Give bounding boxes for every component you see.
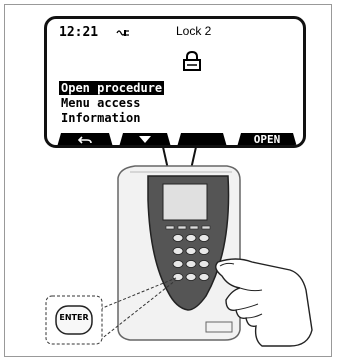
lcd-screen: 12:21 Lock 2 Open procedure Menu access … (44, 16, 306, 148)
clock-time: 12:21 (59, 25, 99, 40)
down-arrow-icon (139, 136, 151, 144)
back-softkey[interactable] (57, 133, 113, 147)
enter-key-label: ENTER (59, 313, 89, 322)
menu-item-menu-access[interactable]: Menu access (61, 96, 141, 110)
open-softkey[interactable]: OPEN (237, 133, 297, 147)
menu-item-information[interactable]: Information (61, 111, 141, 125)
down-softkey[interactable] (119, 133, 171, 147)
power-plug-icon (116, 30, 129, 36)
lock-icon (183, 51, 201, 71)
illustration-frame (4, 4, 332, 357)
lock-title: Lock 2 (176, 24, 212, 38)
menu-item-open-procedure[interactable]: Open procedure (59, 81, 165, 95)
back-arrow-icon (78, 135, 92, 145)
blank-softkey[interactable] (177, 133, 227, 147)
